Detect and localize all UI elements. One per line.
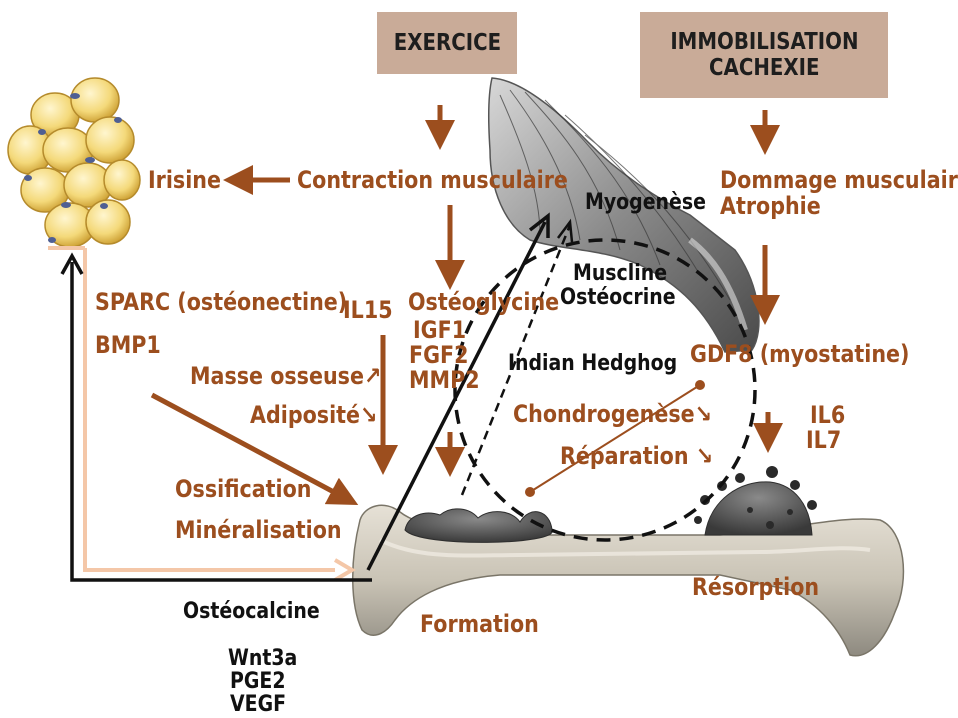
fat-cells-illustration xyxy=(8,78,140,247)
wnt3a-label: Wnt3a xyxy=(228,648,297,670)
repair-connector xyxy=(525,380,705,497)
immobilisation-label: IMMOBILISATION xyxy=(670,29,858,55)
il6-label: IL6 xyxy=(810,403,845,427)
exercise-box-label: EXERCICE xyxy=(393,30,500,56)
osteoglycin-label: Ostéoglycine xyxy=(408,290,559,314)
bone-mass-label: Masse osseuse↗ xyxy=(190,364,381,388)
cachexia-label: CACHEXIE xyxy=(709,55,820,81)
osteocalcin-label: Ostéocalcine xyxy=(183,601,320,623)
exercise-box: EXERCICE xyxy=(377,12,517,74)
immobilisation-box: IMMOBILISATION CACHEXIE xyxy=(640,12,888,98)
resorption-label: Résorption xyxy=(692,575,819,599)
il7-label: IL7 xyxy=(806,428,841,452)
chondrogenesis-label: Chondrogenèse↘ xyxy=(513,402,712,426)
mmp2-label: MMP2 xyxy=(409,368,480,392)
irisin-label: Irisine xyxy=(148,168,221,192)
fgf2-label: FGF2 xyxy=(409,343,469,367)
atrophy-label: Atrophie xyxy=(720,194,821,218)
gdf8-label: GDF8 (myostatine) xyxy=(690,342,909,366)
contraction-label: Contraction musculaire xyxy=(297,168,568,192)
formation-label: Formation xyxy=(420,612,539,636)
vegf-label: VEGF xyxy=(230,694,286,716)
adiposity-label: Adiposité↘ xyxy=(250,403,377,427)
damage-label: Dommage musculaire xyxy=(720,168,958,192)
sparc-label: SPARC (ostéonectine) xyxy=(95,290,347,314)
repair-label: Réparation ↘ xyxy=(560,444,713,468)
ossification-label: Ossification xyxy=(175,477,311,501)
pge2-label: PGE2 xyxy=(230,671,285,693)
indian-hedgehog-label: Indian Hedghog xyxy=(508,353,677,375)
mineralisation-label: Minéralisation xyxy=(175,518,342,542)
il15-label: IL15 xyxy=(343,298,393,322)
osteocrine-label: Ostéocrine xyxy=(560,287,676,309)
bmp1-label: BMP1 xyxy=(95,333,161,357)
myogenesis-label: Myogenèse xyxy=(585,192,706,214)
igf1-label: IGF1 xyxy=(413,318,466,342)
muscline-label: Muscline xyxy=(573,263,667,285)
